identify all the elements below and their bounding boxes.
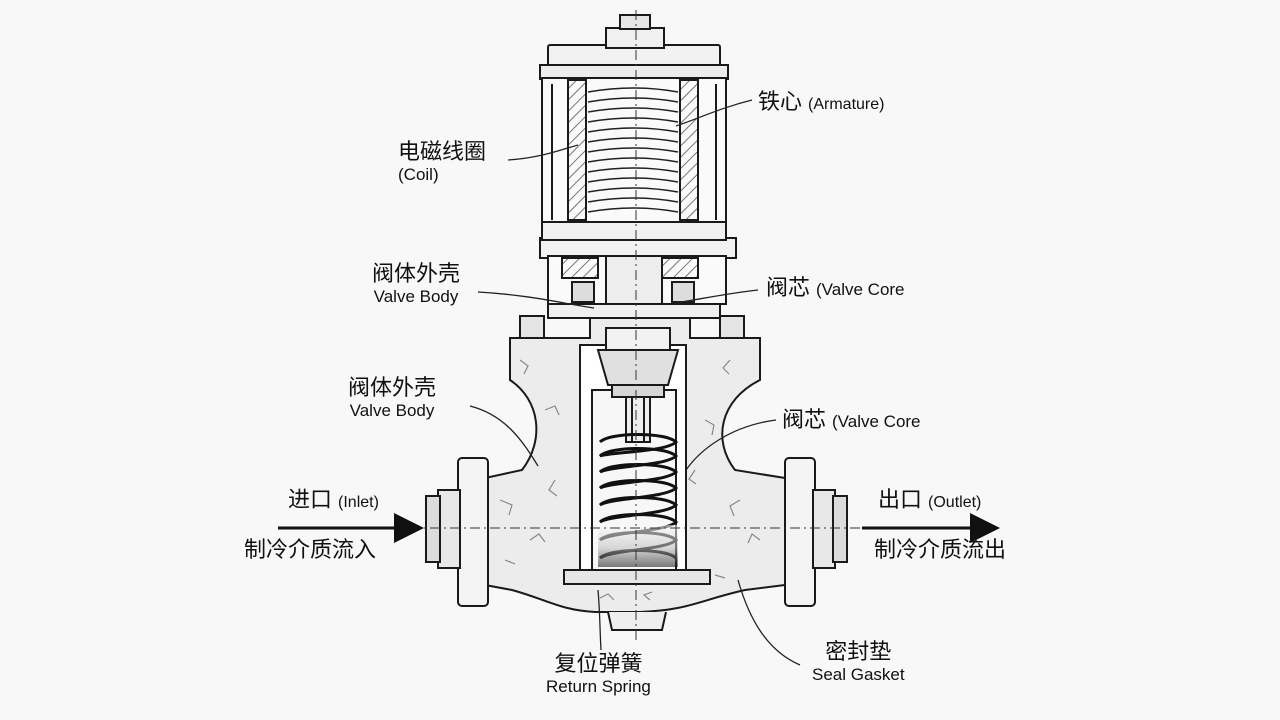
inlet-connector xyxy=(437,489,461,569)
label-return-spring-zh: 复位弹簧 xyxy=(554,652,643,677)
label-inlet-desc: 制冷介质流入 xyxy=(244,538,377,563)
label-inlet: 进口 (Inlet) xyxy=(288,488,379,513)
label-coil-zh: 电磁线圈 xyxy=(398,140,487,165)
bonnet-ring-left xyxy=(571,281,595,303)
seal-gasket-plate xyxy=(563,569,711,585)
leader-valve-core-lower xyxy=(685,419,777,471)
label-valve-core-upper-en: (Valve Core xyxy=(816,280,905,299)
label-valve-body-upper: 阀体外壳 Valve Body xyxy=(372,262,460,307)
leader-coil xyxy=(507,144,579,161)
label-valve-body-lower: 阀体外壳 Valve Body xyxy=(348,376,436,421)
label-armature-zh: 铁心 xyxy=(758,90,803,115)
label-armature: 铁心 (Armature) xyxy=(758,90,884,115)
bonnet-seal-left xyxy=(561,257,599,279)
label-seal-gasket-en: Seal Gasket xyxy=(812,665,905,685)
label-return-spring-en: Return Spring xyxy=(546,677,651,697)
label-outlet: 出口 (Outlet) xyxy=(878,488,981,513)
inlet-nut xyxy=(425,495,441,563)
bolt-right xyxy=(719,315,745,339)
label-valve-body-lower-zh: 阀体外壳 xyxy=(348,376,437,401)
armature-tube xyxy=(605,255,663,305)
bonnet-ring-right xyxy=(671,281,695,303)
label-outlet-desc: 制冷介质流出 xyxy=(874,538,1007,563)
label-valve-core-lower: 阀芯 (Valve Core xyxy=(782,408,921,433)
leader-lines xyxy=(469,99,801,666)
label-valve-core-lower-en: (Valve Core xyxy=(832,412,921,431)
casting-texture xyxy=(499,359,761,601)
top-stud xyxy=(619,14,651,30)
label-coil: 电磁线圈 (Coil) xyxy=(398,140,486,185)
top-nut xyxy=(605,27,665,49)
label-outlet-en: (Outlet) xyxy=(928,494,982,511)
leader-valve-body-lower xyxy=(469,405,539,467)
outlet-connector xyxy=(812,489,836,569)
centerlines xyxy=(410,10,870,640)
leader-armature xyxy=(675,99,753,127)
label-valve-core-lower-zh: 阀芯 xyxy=(782,408,827,433)
valve-core-seat xyxy=(605,327,671,351)
label-valve-body-upper-en: Valve Body xyxy=(373,287,459,307)
label-valve-core-upper: 阀芯 (Valve Core xyxy=(766,276,905,301)
outlet-nut xyxy=(832,495,848,563)
label-valve-body-lower-en: Valve Body xyxy=(349,401,435,421)
outlet-flange xyxy=(784,457,816,607)
label-return-spring: 复位弹簧 Return Spring xyxy=(546,652,651,697)
coil-cap-rim xyxy=(539,64,729,80)
label-coil-en: (Coil) xyxy=(398,165,439,185)
leader-valve-body-upper xyxy=(477,291,595,309)
label-valve-core-upper-zh: 阀芯 xyxy=(766,276,811,301)
inlet-flange xyxy=(457,457,489,607)
label-seal-gasket-zh: 密封垫 xyxy=(825,640,892,665)
label-armature-en: (Armature) xyxy=(808,96,885,113)
leader-return-spring xyxy=(597,589,602,651)
coil-base xyxy=(541,221,727,241)
leader-seal-gasket xyxy=(737,579,801,666)
bonnet-seal-right xyxy=(661,257,699,279)
bolt-left xyxy=(519,315,545,339)
valve-core-head xyxy=(596,349,680,386)
label-inlet-zh: 进口 xyxy=(288,488,333,513)
coil-insulation-right xyxy=(679,79,699,221)
coil-insulation-left xyxy=(567,79,587,221)
label-inlet-en: (Inlet) xyxy=(338,494,379,511)
coil-windings xyxy=(587,87,679,213)
bottom-plug xyxy=(607,611,667,631)
label-valve-body-upper-zh: 阀体外壳 xyxy=(372,262,461,287)
label-outlet-zh: 出口 xyxy=(878,488,923,513)
label-seal-gasket: 密封垫 Seal Gasket xyxy=(812,640,905,685)
leader-valve-core-upper xyxy=(675,289,759,304)
valve-core-collar xyxy=(611,384,665,398)
